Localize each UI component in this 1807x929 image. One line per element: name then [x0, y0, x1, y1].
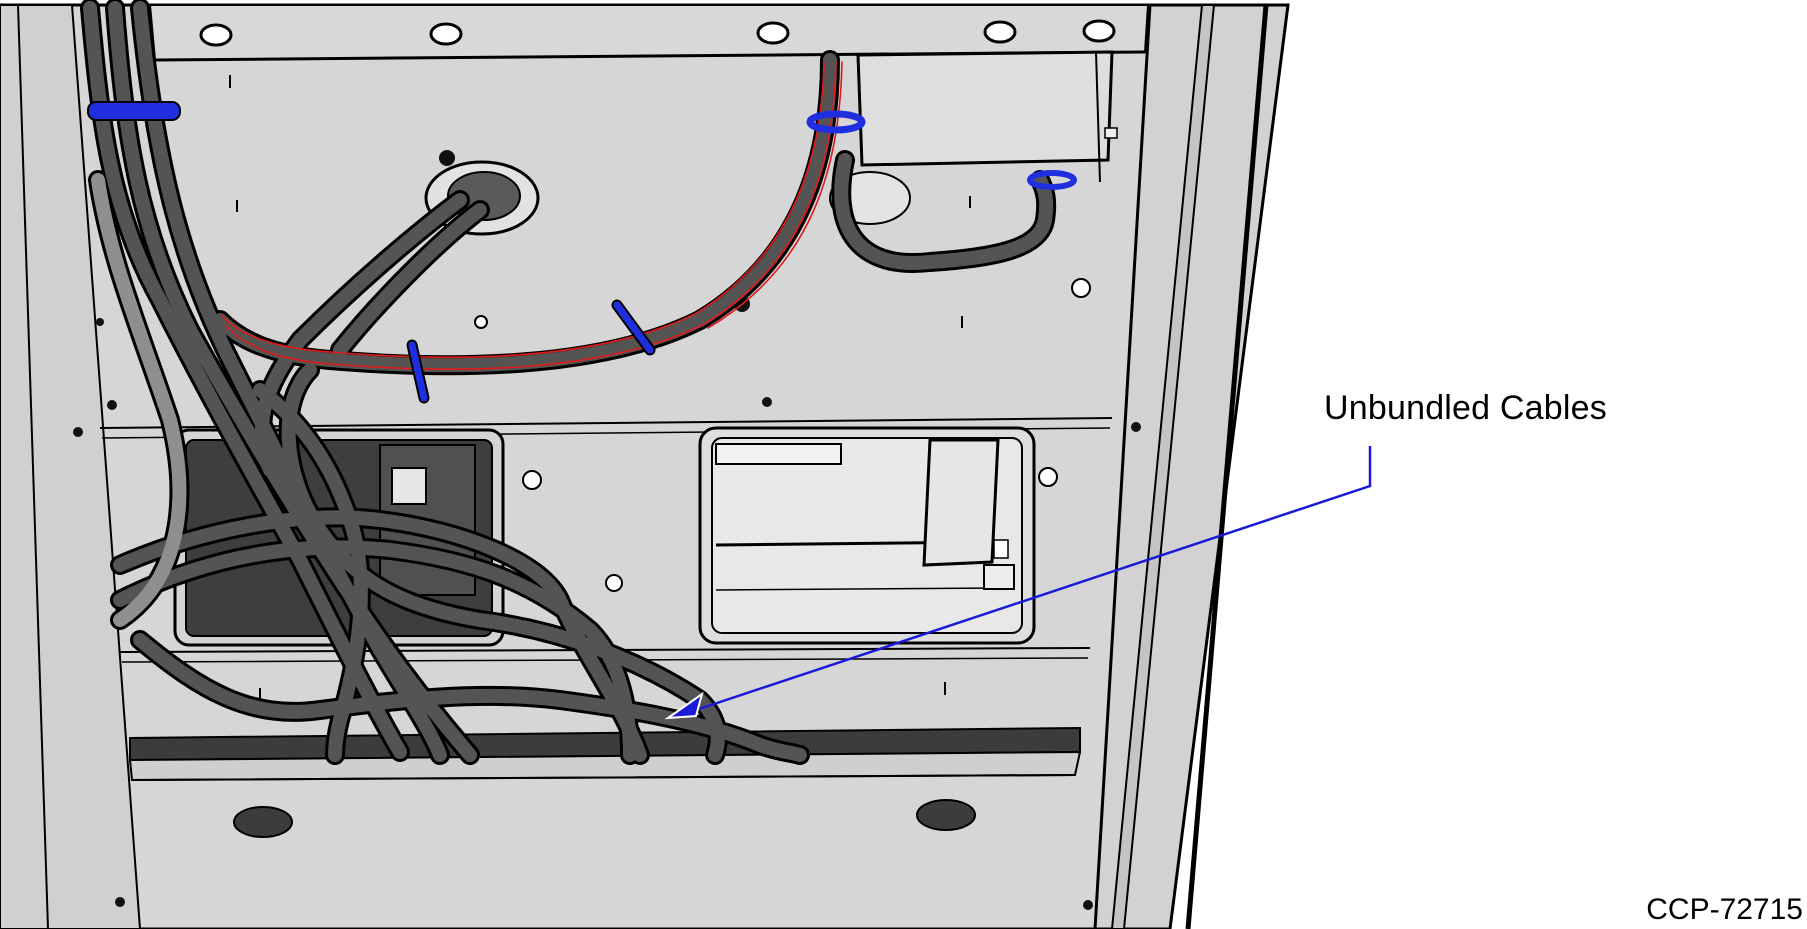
callout-label: Unbundled Cables — [1324, 389, 1607, 427]
cable-ties — [87, 101, 1077, 404]
right-access-window — [698, 426, 1036, 645]
callout-leader — [664, 446, 1372, 720]
right-side-rail — [1088, 3, 1290, 929]
figure-id: CCP-72715 — [1646, 893, 1803, 926]
